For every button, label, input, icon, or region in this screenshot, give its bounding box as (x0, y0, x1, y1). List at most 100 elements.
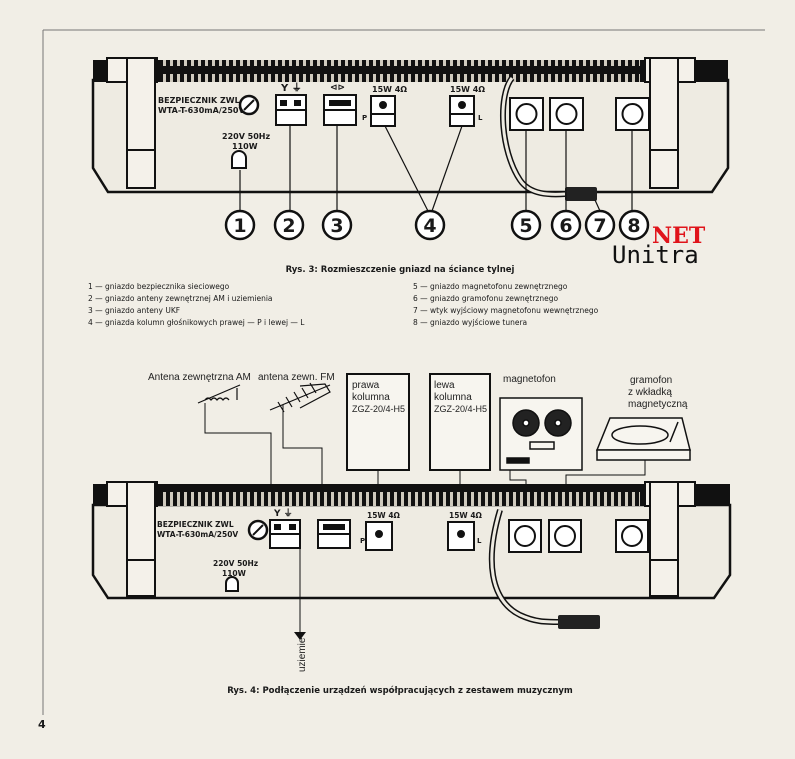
fig4-peripherals: Antena zewnętrzna AM antena zewn. FM pra… (148, 372, 691, 520)
fig3-legend: 1 — gniazdo bezpiecznika sieciowego 2 — … (88, 282, 599, 327)
tape-recorder-icon (499, 397, 583, 471)
power-rating: 110W (232, 142, 258, 151)
fm-antenna-icon (269, 382, 331, 413)
svg-text:7: 7 (593, 215, 606, 237)
page-number: 4 (38, 718, 46, 731)
tape-plug (565, 187, 597, 201)
fuse-rating: WTA-T-630mA/250V (157, 530, 238, 539)
antenna-ground-symbol: Y ⏚ (273, 508, 293, 519)
legend-item: 7 — wtyk wyjściowy magnetofonu wewnętrzn… (413, 306, 599, 315)
callout-3: 3 (321, 209, 353, 241)
legend-item: 4 — gniazda kolumn głośnikowych prawej —… (88, 318, 305, 327)
fig3-rear-panel: BEZPIECZNIK ZWL WTA-T-630mA/250V 220V 50… (91, 57, 730, 201)
leader-lines (239, 125, 633, 212)
din-sockets (508, 519, 649, 553)
callout-8: 8 (618, 209, 650, 241)
fm-antenna-symbol: ⊲⊳ (330, 83, 345, 93)
svg-text:prawa: prawa (352, 380, 380, 391)
left-speaker-letter: L (477, 537, 482, 545)
svg-text:NET: NET (652, 223, 706, 249)
svg-text:2: 2 (282, 215, 295, 237)
fuse-rating: WTA-T-630mA/250V (158, 106, 245, 115)
fuse-holder-icon (238, 94, 260, 116)
callout-6: 6 (550, 209, 582, 241)
ground-label: uziemie (297, 637, 308, 672)
antenna-ground-symbol: Y ⏚ (280, 82, 302, 94)
svg-text:6: 6 (559, 215, 572, 237)
tape-socket (509, 97, 544, 131)
right-speaker-socket (365, 521, 393, 551)
right-speaker-letter: P (360, 537, 365, 545)
fm-antenna-label: antena zewn. FM (258, 372, 335, 383)
svg-text:3: 3 (330, 215, 343, 237)
svg-text:kolumna: kolumna (434, 392, 472, 403)
am-antenna-label: Antena zewnętrzna AM (148, 372, 251, 383)
left-speaker-rating: 15W 4Ω (449, 511, 483, 520)
right-speaker-rating: 15W 4Ω (372, 85, 407, 94)
callout-4: 4 (414, 209, 446, 241)
left-speaker-rating: 15W 4Ω (450, 85, 485, 94)
svg-text:ZGZ-20/4-H5: ZGZ-20/4-H5 (352, 404, 405, 414)
power-cord-socket-icon (225, 576, 239, 592)
right-speaker-socket (370, 95, 396, 127)
svg-text:5: 5 (519, 215, 532, 237)
fuse-label: BEZPIECZNIK ZWL (158, 96, 240, 105)
callout-1: 1 (224, 209, 256, 241)
am-antenna-wire (204, 403, 272, 495)
left-speaker-icon: lewa kolumna ZGZ-20/4-H5 (429, 373, 491, 471)
ground-icon (294, 632, 306, 640)
right-speaker-letter: P (362, 114, 367, 122)
right-speaker-icon: prawa kolumna ZGZ-20/4-H5 (346, 373, 410, 471)
svg-text:4: 4 (423, 215, 436, 237)
fig3-caption: Rys. 3: Rozmieszczenie gniazd na ściance… (286, 264, 515, 275)
svg-text:z wkładką: z wkładką (628, 387, 672, 398)
turntable-socket (549, 97, 584, 131)
am-antenna-socket (275, 94, 307, 126)
power-rating: 110W (222, 569, 247, 578)
left-speaker-socket (447, 521, 475, 551)
svg-text:magnetyczną: magnetyczną (628, 399, 688, 410)
left-speaker-letter: L (478, 114, 483, 122)
turntable-label: gramofon z wkładką magnetyczną (628, 375, 688, 410)
svg-text:8: 8 (627, 215, 640, 237)
tape-plug (558, 615, 600, 629)
fuse-holder-icon (247, 519, 269, 541)
svg-text:1: 1 (233, 215, 246, 237)
power-label: 220V 50Hz (213, 559, 258, 568)
fuse-label: BEZPIECZNIK ZWL (157, 520, 234, 529)
right-speaker-rating: 15W 4Ω (367, 511, 401, 520)
legend-item: 3 — gniazdo anteny UKF (88, 306, 180, 315)
left-handle (106, 57, 158, 189)
legend-item: 5 — gniazdo magnetofonu zewnętrznego (413, 282, 568, 291)
callout-5: 5 (510, 209, 542, 241)
callout-2: 2 (273, 209, 305, 241)
unitra-net-watermark: NET Unitra (612, 223, 706, 269)
svg-text:lewa: lewa (434, 380, 455, 391)
svg-text:kolumna: kolumna (352, 392, 390, 403)
page-frame (42, 29, 765, 715)
fm-antenna-socket (317, 519, 351, 549)
right-handle (644, 57, 696, 189)
legend-item: 2 — gniazdo anteny zewnętrznej AM i uzie… (88, 294, 273, 303)
fig4-caption: Rys. 4: Podłączenie urządzeń współpracuj… (227, 685, 573, 696)
power-cord-socket-icon (231, 150, 247, 169)
fm-antenna-socket (323, 94, 357, 126)
fig4-rear-panel: BEZPIECZNIK ZWL WTA-T-630mA/250V 220V 50… (91, 481, 732, 672)
heatsink-fins (160, 60, 640, 82)
callout-7: 7 (584, 209, 616, 241)
legend-item: 8 — gniazdo wyjściowe tunera (413, 318, 527, 327)
am-antenna-socket (269, 519, 301, 549)
callout-numbers: 1 2 3 4 5 6 7 8 (224, 209, 650, 241)
svg-text:ZGZ-20/4-H5: ZGZ-20/4-H5 (434, 404, 487, 414)
tape-recorder-label: magnetofon (503, 374, 556, 385)
left-speaker-socket (449, 95, 475, 127)
legend-item: 1 — gniazdo bezpiecznika sieciowego (88, 282, 230, 291)
am-antenna-icon (197, 384, 241, 404)
svg-text:Unitra: Unitra (612, 241, 699, 269)
power-label: 220V 50Hz (222, 132, 271, 141)
turntable-icon (595, 417, 691, 461)
legend-item: 6 — gniazdo gramofonu zewnętrznego (413, 294, 559, 303)
svg-text:gramofon: gramofon (630, 375, 672, 386)
tuner-output-socket (615, 97, 650, 131)
